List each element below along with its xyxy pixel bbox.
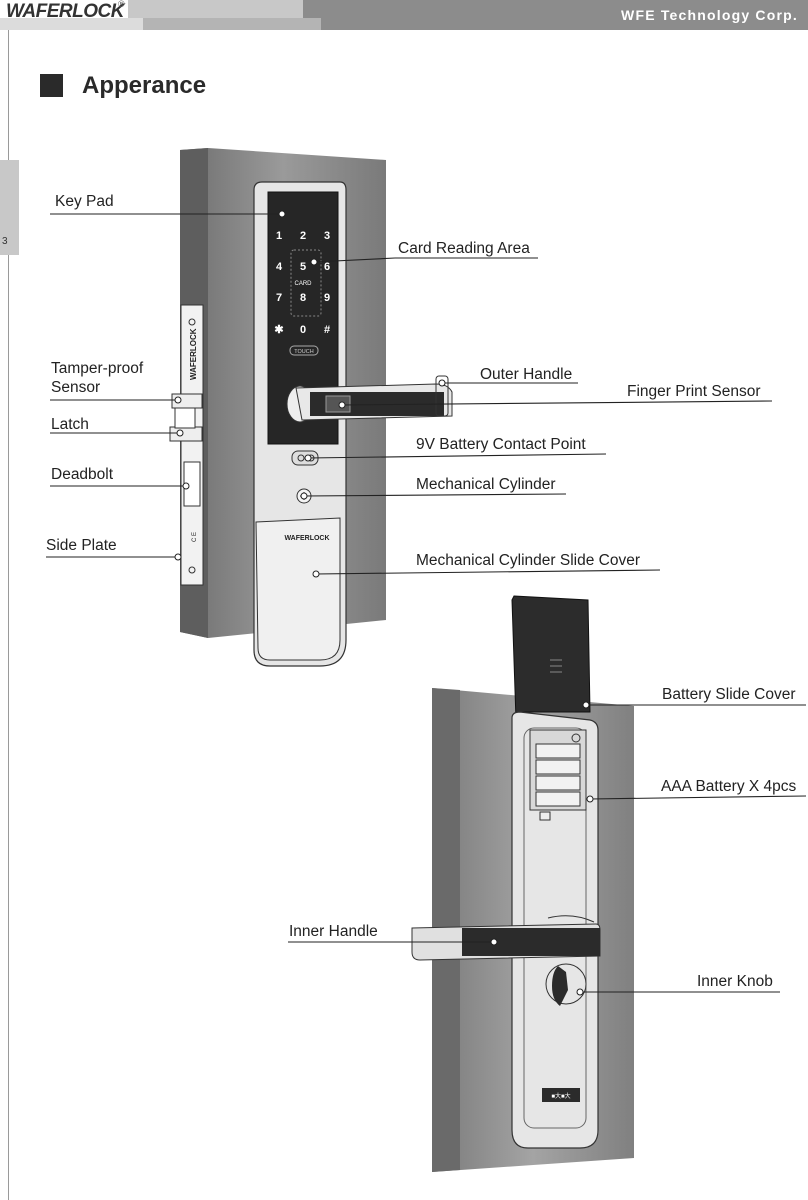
key-hash: # [324,324,330,336]
label-mechanical-cylinder: Mechanical Cylinder [416,476,556,493]
battery-slide-cover [511,595,591,722]
outer-lock-illustration: WAFERLOCK C E 1 2 3 4 5 6 7 8 9 ✱ 0 # CA… [169,148,453,667]
inner-lock-illustration: ■大■大 [411,595,634,1172]
label-aaa-battery: AAA Battery X 4pcs [661,778,797,795]
label-key-pad: Key Pad [55,193,114,210]
header-band-light [128,0,303,18]
aaa-batteries [535,743,581,807]
header-band-sub-2 [143,18,321,30]
cylinder-slide-cover [255,517,341,661]
key-1: 1 [276,230,282,242]
leader-lines [46,213,807,993]
key-6: 6 [324,261,330,273]
panel-brand: WAFERLOCK [284,535,329,542]
latch-bolt [169,426,203,442]
inner-badge [542,1088,580,1102]
label-battery-contact-point: 9V Battery Contact Point [416,436,586,453]
section-bullet [40,74,63,97]
page-number: 3 [2,236,8,247]
side-plate-brand: WAFERLOCK [189,328,198,380]
side-plate [180,304,204,586]
header-band-dark [303,0,808,30]
keypad-keys: 1 2 3 4 5 6 7 8 9 ✱ 0 # [274,230,330,336]
key-4: 4 [276,261,283,273]
label-inner-knob: Inner Knob [697,973,773,990]
side-plate-screw-top [188,318,196,326]
touch-button [289,345,319,356]
header-band-sub [0,18,143,30]
label-latch: Latch [51,416,89,433]
label-tamper-proof-sensor-2: Sensor [51,379,101,396]
header-band-white [0,0,128,18]
key-8: 8 [300,292,306,304]
key-9: 9 [324,292,330,304]
key-5: 5 [300,261,306,273]
handle-end [435,375,449,417]
label-card-reading-area: Card Reading Area [398,240,530,257]
label-outer-handle: Outer Handle [480,366,573,383]
key-star: ✱ [274,324,283,336]
brand-logo: WAFERLOCK [6,1,124,22]
leader-dots [174,210,594,996]
section-title: Apperance [82,72,207,99]
label-mechanical-cylinder-slide-cover: Mechanical Cylinder Slide Cover [416,552,640,569]
latch-housing [174,407,196,429]
ce-ul-mark: C E [192,532,198,542]
fingerprint-sensor [325,395,351,413]
label-side-plate: Side Plate [46,537,117,554]
margin-line [8,30,9,1200]
company-name: WFE Technology Corp. [621,7,798,23]
keypad-panel [267,191,339,445]
label-deadbolt: Deadbolt [51,466,114,483]
card-label: CARD [294,281,312,287]
svg-text:■大■大: ■大■大 [551,1092,570,1100]
label-tamper-proof-sensor-1: Tamper-proof [51,360,144,377]
label-inner-handle: Inner Handle [289,923,378,940]
label-battery-slide-cover: Battery Slide Cover [662,686,796,703]
key-2: 2 [300,230,306,242]
inner-knob [552,966,568,1006]
key-0: 0 [300,324,306,336]
key-7: 7 [276,292,282,304]
card-reading-zone [290,249,322,317]
registered-mark: ® [118,0,125,9]
page-tab [0,160,19,255]
touch-label: TOUCH [294,349,313,355]
key-3: 3 [324,230,330,242]
label-finger-print-sensor: Finger Print Sensor [627,383,761,400]
side-plate-screw-bottom [188,566,196,574]
